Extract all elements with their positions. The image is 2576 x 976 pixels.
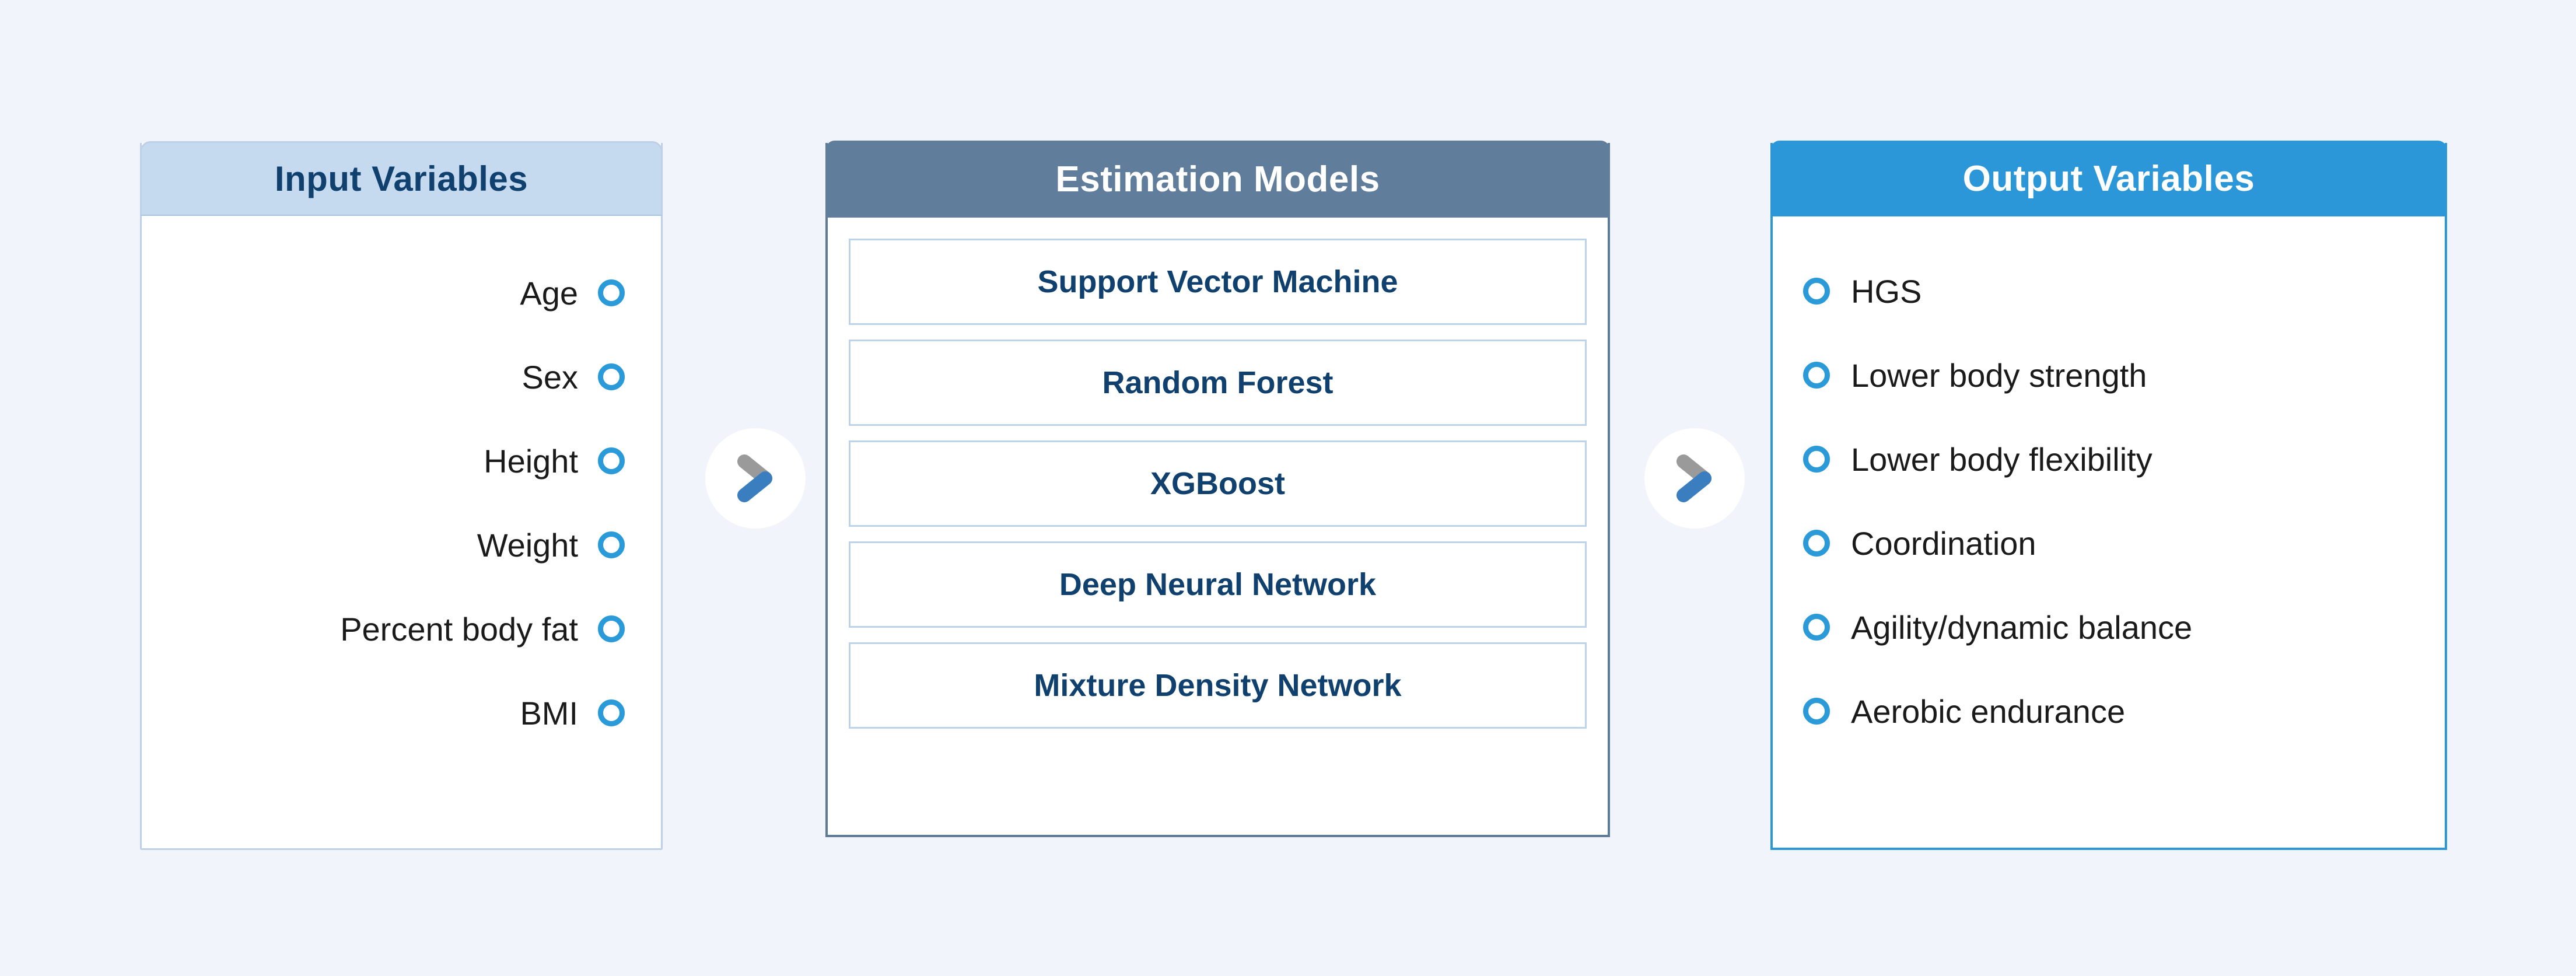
circle-ring-icon — [1803, 446, 1830, 473]
output-variable-label: Coordination — [1851, 524, 2036, 562]
model-label: Mixture Density Network — [1034, 668, 1402, 703]
list-item[interactable]: Coordination — [1803, 501, 2421, 585]
input-variable-label: Percent body fat — [340, 610, 578, 648]
list-item[interactable]: Lower body strength — [1803, 333, 2421, 417]
input-variables-panel: Input Variables Age Sex Height Weight Pe… — [140, 141, 663, 850]
list-item[interactable]: Weight — [165, 503, 625, 587]
chevron-right-icon — [1644, 428, 1745, 529]
circle-ring-icon — [598, 615, 625, 642]
circle-ring-icon — [598, 447, 625, 474]
model-card[interactable]: Deep Neural Network — [849, 541, 1587, 628]
model-card[interactable]: Random Forest — [849, 340, 1587, 426]
estimation-models-list: Support Vector Machine Random Forest XGB… — [828, 218, 1608, 835]
list-item[interactable]: Lower body flexibility — [1803, 417, 2421, 501]
circle-ring-icon — [1803, 278, 1830, 305]
input-variable-label: Age — [520, 274, 578, 312]
list-item[interactable]: Percent body fat — [165, 587, 625, 671]
list-item[interactable]: HGS — [1803, 249, 2421, 333]
output-variables-title: Output Variables — [1770, 141, 2447, 216]
list-item[interactable]: Age — [165, 251, 625, 335]
list-item[interactable]: BMI — [165, 671, 625, 755]
list-item[interactable]: Agility/dynamic balance — [1803, 585, 2421, 669]
list-item[interactable]: Sex — [165, 335, 625, 419]
input-variables-title: Input Variables — [140, 141, 663, 216]
circle-ring-icon — [598, 531, 625, 558]
list-item[interactable]: Height — [165, 419, 625, 503]
input-variable-label: BMI — [520, 694, 578, 732]
input-variable-label: Height — [484, 442, 578, 480]
circle-ring-icon — [1803, 698, 1830, 725]
output-variable-label: Aerobic endurance — [1851, 692, 2126, 730]
input-variable-label: Sex — [522, 358, 579, 396]
circle-ring-icon — [1803, 530, 1830, 557]
output-variables-list: HGS Lower body strength Lower body flexi… — [1773, 216, 2445, 848]
output-variable-label: Lower body strength — [1851, 356, 2147, 394]
circle-ring-icon — [1803, 362, 1830, 389]
estimation-models-panel: Estimation Models Support Vector Machine… — [825, 141, 1610, 837]
chevron-right-icon — [705, 428, 806, 529]
model-label: Support Vector Machine — [1037, 264, 1398, 299]
model-card[interactable]: Support Vector Machine — [849, 239, 1587, 325]
list-item[interactable]: Aerobic endurance — [1803, 669, 2421, 753]
output-variable-label: Lower body flexibility — [1851, 440, 2152, 478]
input-variable-label: Weight — [477, 526, 578, 564]
input-variables-list: Age Sex Height Weight Percent body fat B — [142, 216, 661, 848]
output-variable-label: Agility/dynamic balance — [1851, 608, 2193, 646]
model-card[interactable]: Mixture Density Network — [849, 642, 1587, 729]
circle-ring-icon — [598, 699, 625, 726]
model-card[interactable]: XGBoost — [849, 440, 1587, 527]
output-variable-label: HGS — [1851, 272, 1922, 310]
circle-ring-icon — [598, 363, 625, 390]
estimation-models-title: Estimation Models — [825, 141, 1610, 218]
circle-ring-icon — [598, 279, 625, 306]
circle-ring-icon — [1803, 614, 1830, 641]
model-label: Random Forest — [1102, 365, 1334, 400]
model-label: Deep Neural Network — [1059, 567, 1377, 602]
output-variables-panel: Output Variables HGS Lower body strength… — [1770, 141, 2447, 850]
model-label: XGBoost — [1150, 466, 1285, 501]
